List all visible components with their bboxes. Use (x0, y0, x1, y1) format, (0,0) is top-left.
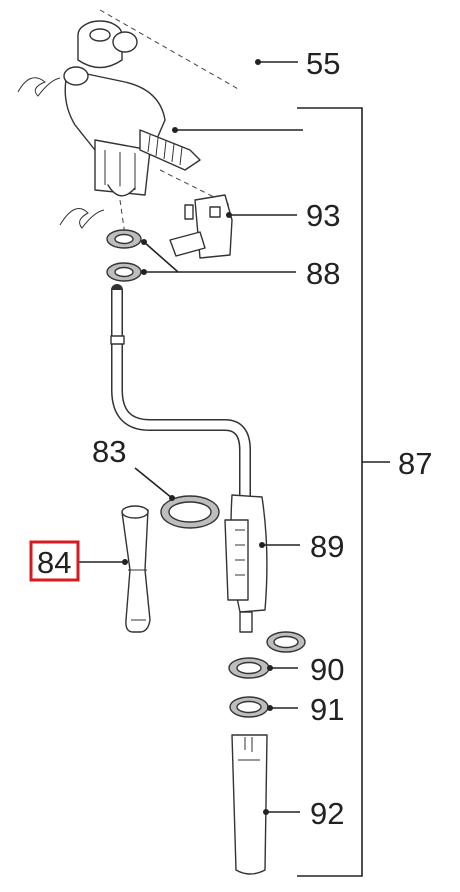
callout-89: 89 (310, 529, 344, 564)
spring-clip-upper (17, 77, 61, 97)
callout-93: 93 (306, 198, 340, 233)
part-91-gasket (229, 696, 269, 718)
leader-lines (78, 59, 303, 815)
callout-92: 92 (310, 796, 344, 831)
callout-88: 88 (306, 256, 340, 291)
callout-83: 83 (92, 434, 126, 469)
callout-87: 87 (398, 446, 432, 481)
group-bracket-87 (297, 107, 390, 877)
callout-90: 90 (310, 652, 344, 687)
callout-55: 55 (306, 46, 340, 81)
part-93-switch (169, 194, 233, 259)
callout-91: 91 (310, 692, 344, 727)
part-84-nozzle (121, 505, 151, 633)
steam-tube (110, 284, 251, 506)
callout-84-highlight-box (29, 540, 80, 582)
spring-clip-lower (59, 208, 105, 229)
part-89-valve-block (224, 494, 268, 633)
part-92-steam-wand (231, 734, 268, 875)
part-90-gaskets (228, 631, 306, 679)
part-83-gasket (160, 495, 220, 529)
part-88-gaskets (106, 229, 142, 282)
valve-body-assembly (63, 20, 201, 197)
callout-84: 84 (37, 545, 71, 580)
